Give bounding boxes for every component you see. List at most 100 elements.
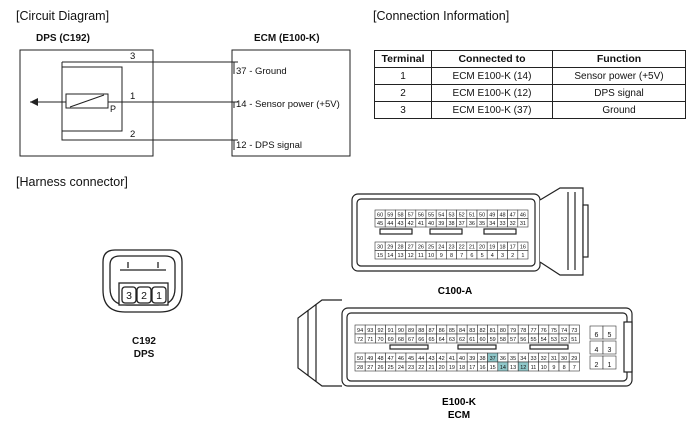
e100k-sublabel: ECM (448, 410, 470, 421)
pin-number: 83 (469, 328, 475, 334)
pin-number: 80 (500, 328, 506, 334)
e100k-label: E100-K (442, 397, 477, 408)
pin-number: 33 (530, 356, 536, 362)
pin-number: 47 (388, 356, 394, 362)
pin-number: 25 (428, 245, 434, 251)
pin-number: 41 (449, 356, 455, 362)
pin-number: 37 (459, 221, 465, 227)
pin-number: 24 (438, 245, 444, 251)
connection-table: Terminal Connected to Function 1 ECM E10… (374, 50, 686, 119)
pin-number: 40 (459, 356, 465, 362)
pin-number: 67 (408, 337, 414, 343)
pin-number: 33 (499, 221, 505, 227)
table-cell: Ground (552, 101, 686, 119)
pin-number: 47 (510, 213, 516, 219)
pin-number: 74 (561, 328, 567, 334)
pin-number: 61 (469, 337, 475, 343)
pin-number: 86 (439, 328, 445, 334)
pin-number: 21 (469, 245, 475, 251)
pin-number: 24 (398, 365, 404, 371)
pin-number: 12 (520, 365, 526, 371)
pin-number: 68 (398, 337, 404, 343)
pin-number: 26 (418, 245, 424, 251)
dps-pin-label: 1 (130, 91, 135, 102)
pin-number: 9 (440, 253, 443, 259)
pin-number: 48 (499, 213, 505, 219)
pin-number: 55 (530, 337, 536, 343)
pin-number: 36 (500, 356, 506, 362)
pin-number: 64 (439, 337, 445, 343)
pin-number: 31 (551, 356, 557, 362)
sensor-pin-label: P (110, 104, 116, 114)
ecm-box (231, 49, 351, 157)
pin-number: 40 (428, 221, 434, 227)
pin-number: 15 (377, 253, 383, 259)
pin-number: 45 (408, 356, 414, 362)
pin-number: 2 (595, 362, 599, 369)
pin-number: 43 (397, 221, 403, 227)
pin-number: 5 (608, 332, 612, 339)
pin-number: 8 (563, 365, 566, 371)
pin-number: 39 (438, 221, 444, 227)
pin-number: 13 (397, 253, 403, 259)
pin-number: 51 (571, 337, 577, 343)
pin-number: 13 (510, 365, 516, 371)
pin-number: 89 (408, 328, 414, 334)
pin-number: 21 (428, 365, 434, 371)
pin-number: 84 (459, 328, 465, 334)
wire-ground (62, 61, 235, 74)
pin-number: 38 (479, 356, 485, 362)
pin-number: 72 (357, 337, 363, 343)
pin-number: 57 (408, 213, 414, 219)
pin-number: 32 (541, 356, 547, 362)
pin-number: 60 (479, 337, 485, 343)
pin-number: 18 (499, 245, 505, 251)
pin-number: 59 (387, 213, 393, 219)
pin-number: 48 (377, 356, 383, 362)
pin-number: 73 (571, 328, 577, 334)
pin-number: 70 (377, 337, 383, 343)
pin-number: 11 (418, 253, 424, 259)
dps-pin-label: 3 (130, 51, 135, 62)
pin-number: 82 (479, 328, 485, 334)
pin-number: 52 (459, 213, 465, 219)
pin-number: 6 (595, 332, 599, 339)
pin-number: 65 (428, 337, 434, 343)
pin-number: 19 (449, 365, 455, 371)
pin-number: 56 (520, 337, 526, 343)
pin-number: 27 (367, 365, 373, 371)
pin-number: 71 (367, 337, 373, 343)
pin-number: 2 (511, 253, 514, 259)
ecm-pin-label: 37 - Ground (236, 66, 287, 77)
pin-number: 66 (418, 337, 424, 343)
pin-number: 55 (428, 213, 434, 219)
pin-number: 69 (388, 337, 394, 343)
pin-cell (517, 218, 529, 228)
dps-box (19, 49, 154, 157)
harness-connector-heading: [Harness connector] (16, 175, 128, 189)
pin-number: 22 (418, 365, 424, 371)
wire-sensor-power (122, 101, 235, 108)
pin-number: 62 (459, 337, 465, 343)
pin-number: 60 (377, 213, 383, 219)
pin-number: 34 (489, 221, 495, 227)
pin-cell (517, 250, 529, 260)
pin-number: 91 (388, 328, 394, 334)
pin-number: 78 (520, 328, 526, 334)
pin-number: 26 (377, 365, 383, 371)
pin-number: 49 (489, 213, 495, 219)
pin-number: 29 (571, 356, 577, 362)
pin-number: 54 (438, 213, 444, 219)
pin-number: 1 (521, 253, 524, 259)
pin-number: 34 (520, 356, 526, 362)
pin-number: 28 (357, 365, 363, 371)
arrow-icon (30, 98, 38, 106)
dps-title: DPS (C192) (36, 33, 90, 44)
pin-number: 51 (469, 213, 475, 219)
pin-number: 56 (418, 213, 424, 219)
pin-number: 14 (387, 253, 393, 259)
pin-number: 12 (408, 253, 414, 259)
